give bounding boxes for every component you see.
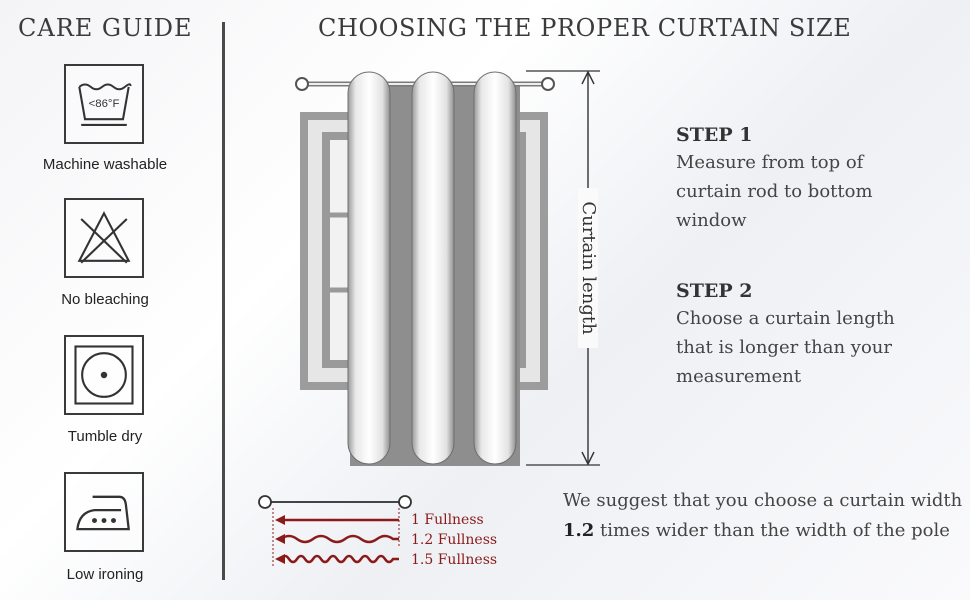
care-label-bleach: No bleaching [61, 291, 149, 308]
step-2-line: that is longer than your [676, 337, 892, 358]
care-label-wash: Machine washable [42, 156, 168, 173]
care-guide-title: CARE GUIDE [18, 14, 193, 42]
step-1-title: STEP 1 [676, 124, 753, 146]
low-iron-icon [64, 472, 144, 552]
step-2-line: Choose a curtain length [676, 308, 895, 329]
section-divider [222, 22, 225, 580]
width-suggestion: We suggest that you choose a curtain wid… [563, 486, 963, 546]
suggestion-multiplier: 1.2 [563, 520, 595, 541]
step-1: STEP 1 Measure from top of curtain rod t… [676, 124, 956, 235]
step-1-text: Measure from top of curtain rod to botto… [676, 148, 956, 235]
no-bleach-icon [64, 198, 144, 278]
step-2-line: measurement [676, 366, 802, 387]
step-2-text: Choose a curtain length that is longer t… [676, 304, 956, 391]
step-2: STEP 2 Choose a curtain length that is l… [676, 280, 956, 391]
care-label-dry: Tumble dry [67, 428, 143, 445]
fullness-1-5-label: 1.5 Fullness [411, 552, 497, 568]
tumble-dry-icon [64, 335, 144, 415]
wash-temp-label: <86°F [89, 98, 120, 110]
page-title: CHOOSING THE PROPER CURTAIN SIZE [318, 14, 852, 42]
curtain-diagram: Curtain length [290, 60, 610, 480]
step-2-title: STEP 2 [676, 280, 753, 302]
step-1-line: Measure from top of [676, 152, 864, 173]
fullness-1-2-label: 1.2 Fullness [411, 532, 497, 548]
suggestion-text: We suggest that you choose a curtain wid… [563, 490, 963, 511]
fullness-diagram: 1 Fullness 1.2 Fullness 1.5 Fullness [255, 488, 535, 578]
suggestion-text: times wider than the width of the pole [594, 520, 950, 541]
care-label-iron: Low ironing [66, 566, 144, 583]
machine-wash-icon: <86°F [64, 64, 144, 144]
curtain-length-label: Curtain length [578, 201, 599, 335]
step-1-line: curtain rod to bottom [676, 181, 873, 202]
step-1-line: window [676, 210, 747, 231]
fullness-1-label: 1 Fullness [411, 512, 484, 528]
